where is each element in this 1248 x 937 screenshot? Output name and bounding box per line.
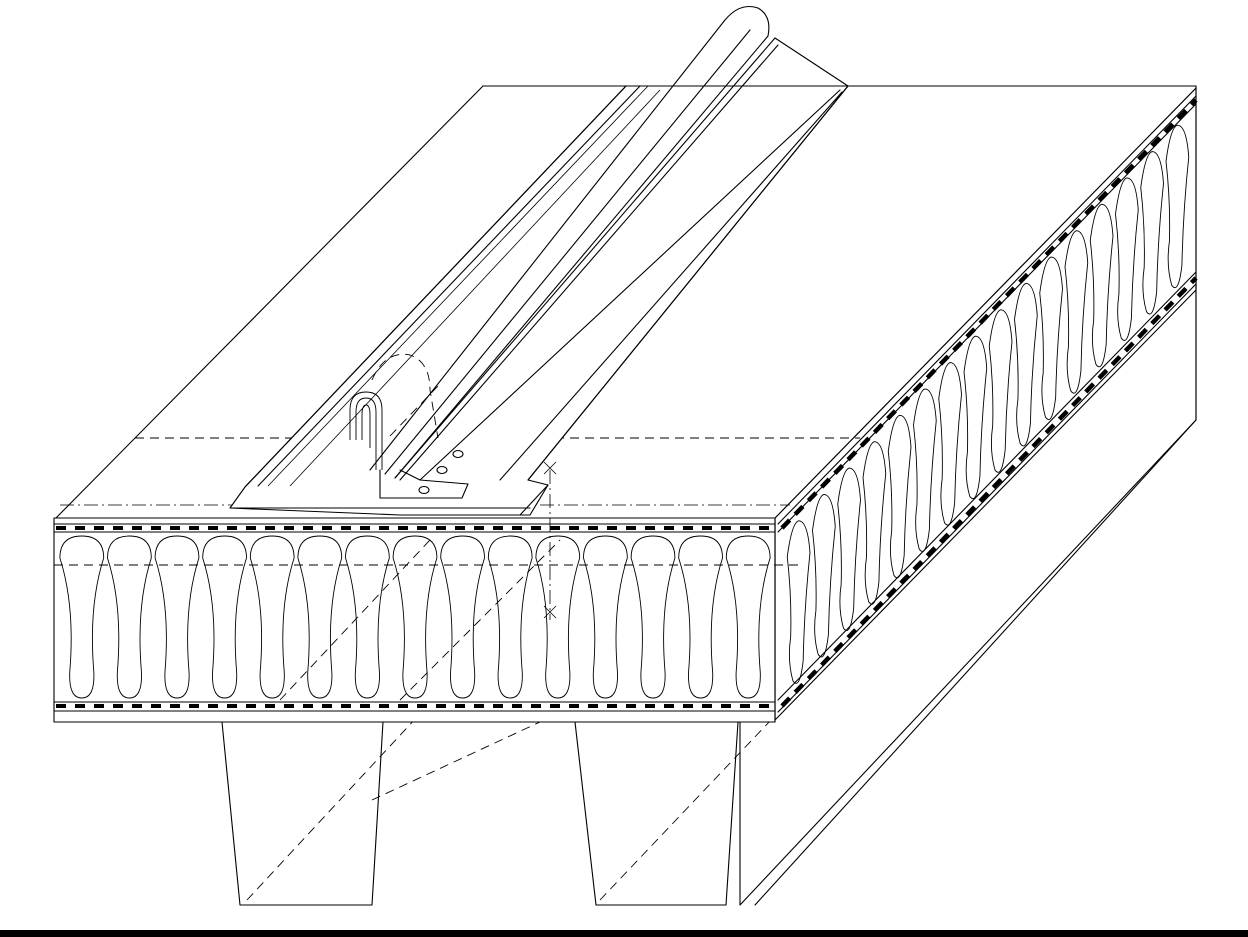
- insulation-loop: [678, 535, 723, 699]
- insulation-loop: [583, 535, 628, 699]
- insulation-loop: [725, 535, 771, 699]
- front-insulation-loops: [59, 535, 771, 699]
- standing-seam: [229, 5, 849, 516]
- seam-fold: [349, 391, 383, 470]
- insulation-loop: [154, 535, 200, 699]
- insulation-loop: [202, 535, 247, 699]
- drawing-baseline: [0, 930, 1248, 937]
- deck-rib-right: [574, 699, 791, 906]
- section-marker-top: [543, 461, 557, 475]
- insulation-loop: [963, 335, 988, 500]
- insulation-loop: [988, 309, 1013, 473]
- insulation-loop: [837, 467, 861, 632]
- insulation-loop: [345, 535, 390, 699]
- insulation-loop: [249, 535, 295, 699]
- insulation-loop: [786, 520, 811, 684]
- insulation-loop: [812, 493, 836, 658]
- insulation-loop: [1140, 151, 1164, 315]
- insulation-loop: [1165, 124, 1190, 289]
- seam-clip: [349, 353, 469, 499]
- insulation-loop: [392, 535, 438, 699]
- insulation-loop: [59, 535, 105, 699]
- insulation-loop: [535, 535, 581, 699]
- clip-hole-2: [436, 465, 448, 475]
- clip-hole-1: [418, 485, 430, 495]
- insulation-loop: [440, 535, 485, 699]
- section-marker-bottom: [543, 605, 557, 619]
- insulation-loop: [487, 535, 533, 699]
- insulation-loop: [1014, 282, 1038, 447]
- insulation-loop: [887, 414, 912, 579]
- insulation-loop: [1115, 177, 1139, 341]
- side-face: [774, 87, 1198, 721]
- side-vapour-barrier-top: [780, 98, 1198, 530]
- insulation-loop: [630, 535, 676, 699]
- insulation-loop: [862, 441, 887, 605]
- clip-hole-3: [452, 449, 464, 459]
- insulation-loop: [107, 535, 152, 699]
- trapezoidal-deck: [221, 274, 1197, 906]
- side-insulation-loops: [786, 124, 1190, 684]
- insulation-loop: [938, 362, 962, 526]
- front-section: [53, 470, 800, 723]
- section-markers: [543, 461, 557, 619]
- insulation-loop: [297, 535, 343, 699]
- side-vapour-barrier-bottom: [780, 276, 1198, 708]
- insulation-loop: [913, 388, 937, 552]
- insulation-loop: [1064, 230, 1089, 394]
- insulation-loop: [1039, 256, 1063, 421]
- insulation-loop: [1089, 203, 1114, 368]
